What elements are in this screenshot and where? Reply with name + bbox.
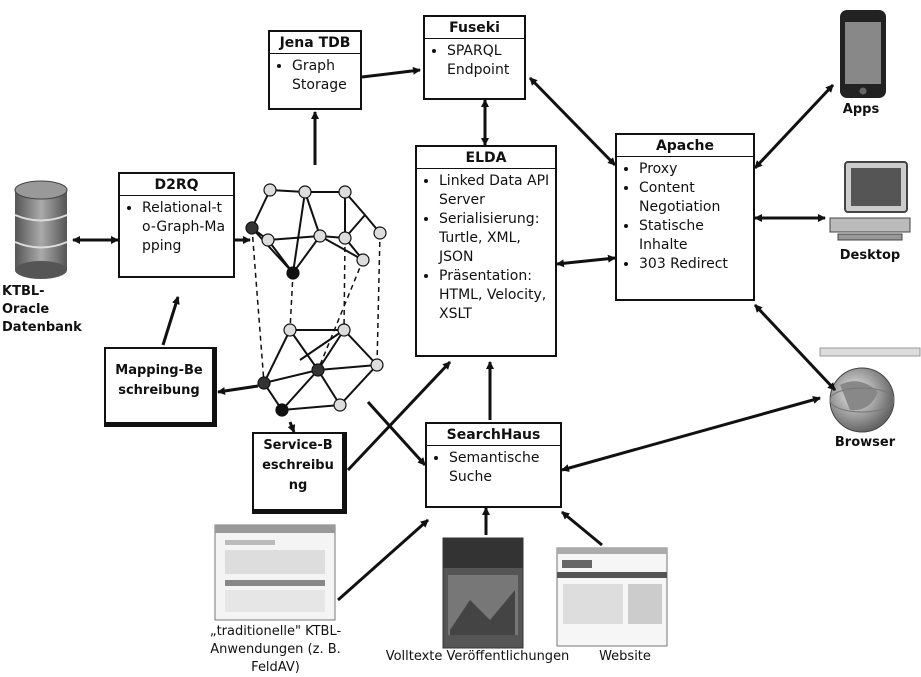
database-label: KTBL-Oracle Datenbank <box>2 284 82 335</box>
elda-title: ELDA <box>417 147 555 169</box>
graph-nodes <box>245 183 387 417</box>
service-beschreibung-label: Service-Beschreibung <box>262 438 334 493</box>
elda-list: Linked Data API Server Serialisierung: T… <box>417 172 555 324</box>
apache-item-statische-inhalte: Statische Inhalte <box>639 217 749 255</box>
apache-list: Proxy Content Negotiation Statische Inha… <box>617 160 753 274</box>
database-icon <box>14 180 68 279</box>
fuseki-box: Fuseki SPARQL Endpoint <box>423 15 526 100</box>
fuseki-list: SPARQL Endpoint <box>425 42 524 80</box>
apache-title: Apache <box>617 135 753 157</box>
publication-thumbnail <box>442 537 524 649</box>
mapping-beschreibung-label: Mapping-Beschreibung <box>115 363 203 398</box>
fuseki-title: Fuseki <box>425 17 524 39</box>
jena-tdb-box: Jena TDB Graph Storage <box>268 30 362 110</box>
desktop-icon <box>829 161 911 241</box>
elda-item-praesentation: Präsentation: HTML, Velocity, XSLT <box>439 267 551 324</box>
elda-item-api: Linked Data API Server <box>439 172 551 210</box>
apache-item-303-redirect: 303 Redirect <box>639 255 749 274</box>
website-label: Website <box>599 649 651 664</box>
apache-item-content-negotiation: Content Negotiation <box>639 179 749 217</box>
volltexte-label: Volltexte Veröffentlichungen <box>385 649 570 664</box>
fuseki-item: SPARQL Endpoint <box>447 42 520 80</box>
phone-icon <box>840 10 886 98</box>
searchhaus-title: SearchHaus <box>427 424 560 446</box>
d2rq-list: Relational-to-Graph-Mapping <box>120 199 233 256</box>
graph-edges <box>251 189 381 412</box>
apps-label: Apps <box>842 102 880 117</box>
searchhaus-box: SearchHaus Semantische Suche <box>425 422 562 508</box>
browser-label: Browser <box>834 435 896 450</box>
d2rq-title: D2RQ <box>120 174 233 196</box>
apache-item-proxy: Proxy <box>639 160 749 179</box>
traditional-apps-label: „traditionelle" KTBL-Anwendungen (z. B. … <box>209 624 342 675</box>
jena-tdb-title: Jena TDB <box>270 32 360 54</box>
jena-tdb-list: Graph Storage <box>270 57 360 95</box>
connection-arrows <box>72 66 837 602</box>
desktop-label: Desktop <box>839 248 901 263</box>
service-beschreibung-doc: Service-Beschreibung <box>252 432 347 514</box>
traditional-apps-thumbnail <box>214 524 336 621</box>
jena-tdb-item: Graph Storage <box>292 57 356 95</box>
website-thumbnail <box>556 547 668 647</box>
elda-item-serialisierung: Serialisierung: Turtle, XML, JSON <box>439 210 551 267</box>
apache-box: Apache Proxy Content Negotiation Statisc… <box>615 133 755 301</box>
graph-dashed-edges <box>251 227 381 384</box>
elda-box: ELDA Linked Data API Server Serialisieru… <box>415 145 557 357</box>
searchhaus-list: Semantische Suche <box>427 449 560 487</box>
searchhaus-item: Semantische Suche <box>449 449 556 487</box>
browser-icon <box>819 347 921 433</box>
d2rq-box: D2RQ Relational-to-Graph-Mapping <box>118 172 235 278</box>
d2rq-item: Relational-to-Graph-Mapping <box>142 199 229 256</box>
mapping-beschreibung-doc: Mapping-Beschreibung <box>104 347 217 427</box>
